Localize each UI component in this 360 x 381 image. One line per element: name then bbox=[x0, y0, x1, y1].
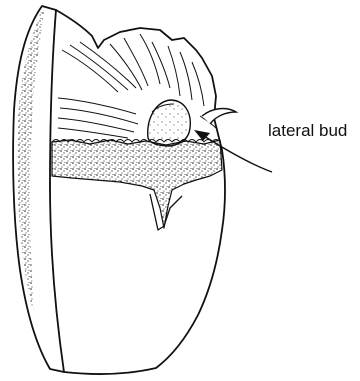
label-lateral-bud: lateral bud bbox=[268, 121, 347, 140]
cut-face bbox=[50, 10, 225, 374]
